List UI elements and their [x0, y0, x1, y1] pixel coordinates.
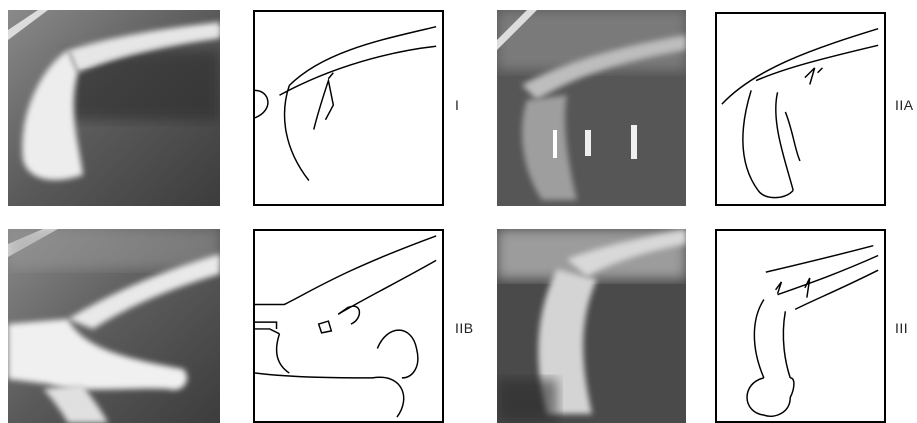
tracing-panel-iia [715, 12, 886, 206]
panel-label-i: I [455, 97, 459, 113]
tracing-panel-i [253, 10, 444, 206]
panel-label-iia: IIA [895, 97, 914, 113]
xray-image-panel-iia [497, 10, 686, 206]
panel-label-iib: IIB [455, 320, 474, 336]
xray-image-panel-i [8, 10, 220, 206]
tracing-panel-iib [253, 229, 444, 423]
xray-image-panel-iii [497, 229, 686, 423]
panel-label-iii: III [895, 320, 908, 336]
xray-image-panel-iib [8, 229, 220, 423]
tracing-panel-iii [715, 229, 886, 423]
